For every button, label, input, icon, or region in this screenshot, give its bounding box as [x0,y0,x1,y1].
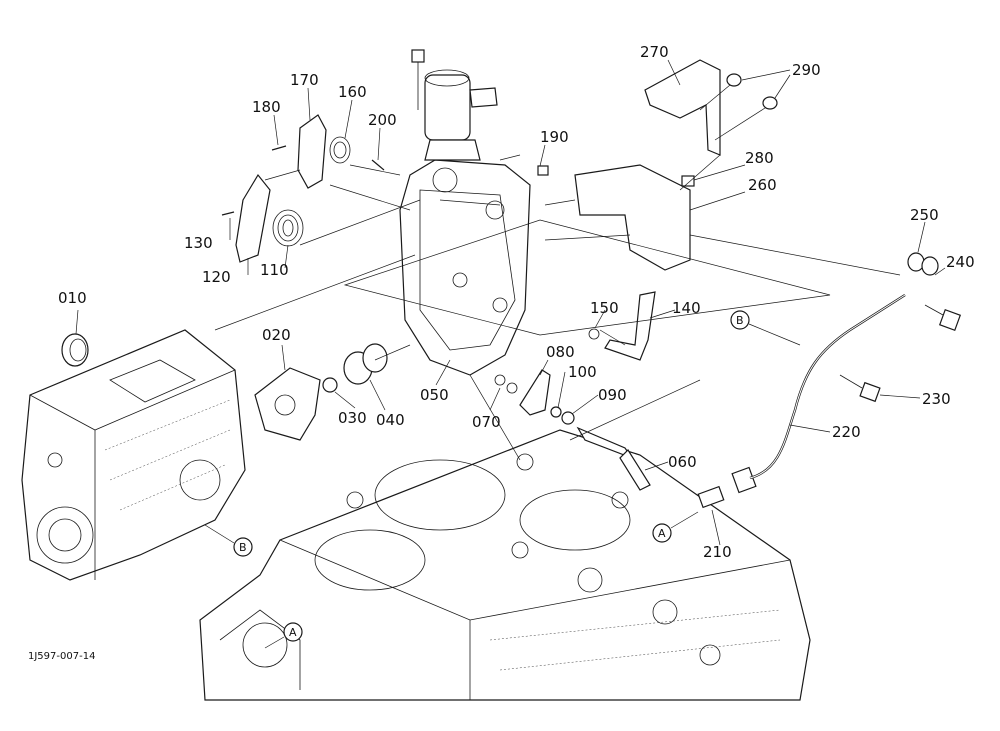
callout-220: 220 [832,423,861,441]
assembly-guide-lines [214,84,901,461]
callout-030: 030 [338,409,367,427]
marker-a-block: A [264,622,303,649]
callout-190: 190 [540,128,569,146]
reference-markers: A A B B [204,310,801,649]
callout-020: 020 [262,326,291,344]
part-010-cap [61,333,89,367]
part-200-pin [371,159,385,171]
part-240-bolt [924,304,962,332]
callout-leaders [75,59,946,546]
callout-280: 280 [745,149,774,167]
part-250-washers [907,252,939,276]
part-140-lever [604,291,656,361]
part-190-bolt [499,154,549,176]
part-270-bracket [644,59,721,156]
callout-110: 110 [260,261,289,279]
callout-270: 270 [640,43,669,61]
part-040-sleeve [343,343,388,385]
callout-130: 130 [184,234,213,252]
callout-140: 140 [672,299,701,317]
svg-text:A: A [289,626,297,639]
gear-case [21,329,246,581]
part-170-plate [297,114,327,189]
callout-210: 210 [703,543,732,561]
marker-b-pipe: B [730,310,801,346]
callout-100: 100 [568,363,597,381]
callout-090: 090 [598,386,627,404]
callout-200: 200 [368,111,397,129]
part-110-spring [272,209,304,247]
part-260-bracket [574,164,691,271]
callout-010: 010 [58,289,87,307]
part-210-fitting [697,466,757,509]
callout-070: 070 [472,413,501,431]
part-100-washer [550,406,562,418]
part-220-pipe [749,293,906,480]
drawing-reference-code: 1J597-007-14 [28,651,95,662]
callout-250: 250 [910,206,939,224]
part-120-lever-plate [235,173,271,263]
callout-180: 180 [252,98,281,116]
callout-170: 170 [290,71,319,89]
part-290-nuts [726,73,778,110]
callout-120: 120 [202,268,231,286]
marker-a-fitting: A [652,511,699,543]
part-160-spring [329,136,351,164]
callout-050: 050 [420,386,449,404]
governor-housing [399,159,531,376]
part-090-washer [561,411,575,425]
part-070-o-rings [494,374,518,394]
callout-290: 290 [792,61,821,79]
callout-240: 240 [946,253,975,271]
callout-160: 160 [338,83,367,101]
callout-080: 080 [546,343,575,361]
part-230-bolt [839,374,881,403]
engine-block [199,429,811,701]
stop-solenoid [411,49,498,161]
svg-text:B: B [239,541,247,554]
callout-040: 040 [376,411,405,429]
svg-text:B: B [736,314,744,327]
part-020-weight-holder [254,367,321,441]
callout-labels: 010 020 030 040 050 060 070 080 090 100 … [58,43,975,561]
part-030-washer [322,377,338,393]
part-180-pin [271,145,287,151]
part-080-plate [519,369,551,416]
part-150-o-ring [588,328,600,340]
part-060-lever-shaft [576,426,651,491]
part-280-bolt [681,175,695,187]
callout-260: 260 [748,176,777,194]
callout-150: 150 [590,299,619,317]
part-130-pin [221,211,235,216]
callout-230: 230 [922,390,951,408]
callout-060: 060 [668,453,697,471]
svg-text:A: A [658,527,666,540]
marker-b-case: B [204,524,253,557]
